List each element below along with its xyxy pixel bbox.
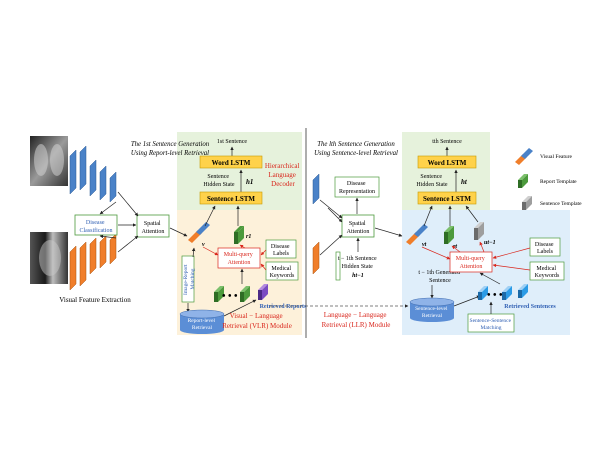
sentence-lstm-box-left <box>199 191 263 205</box>
feature-bar-blue-right <box>312 173 320 205</box>
report-level-retrieval-label: Report-level Retrieval <box>188 318 217 331</box>
disease-classification-label: Disease Classification <box>80 220 113 234</box>
retrieved-report-cubes <box>214 284 268 302</box>
disease-labels-box-right <box>529 237 561 257</box>
multi-query-attention-box-left <box>217 247 261 269</box>
word-lstm-label-left: Word LSTM <box>212 159 251 167</box>
spatial-attention-box-left <box>136 214 170 238</box>
legend-report-template-swatch <box>518 174 528 188</box>
word-lstm-label-right: Word LSTM <box>428 159 467 167</box>
visual-feature-vector-left <box>188 222 210 243</box>
sentence-template-vector <box>474 222 484 240</box>
ut-label: ut−1 <box>484 240 496 246</box>
legend-sentence-template-swatch <box>522 196 532 210</box>
sentence-sentence-matching-label: Sentence-Sentence Matching <box>470 318 513 331</box>
disease-labels-box-left <box>265 239 297 259</box>
multi-query-attention-label-right: Multi-query Attention <box>456 256 487 270</box>
legend-sentence-template-label: Sentence Template <box>540 201 582 207</box>
disease-labels-label-right: Disease Labels <box>535 242 555 255</box>
retrieved-sentence-cubes <box>478 284 528 300</box>
report-template-vector-r1 <box>234 226 244 244</box>
disease-classification-box <box>74 214 118 236</box>
sentence-level-retrieval-label: Sentence-level Retrieval <box>415 306 449 319</box>
llr-module-label: Language − Language Retrieval (LLR) Modu… <box>322 311 391 329</box>
prev-hidden-state-label: t − 1th Sentence Hidden State ht−1 <box>338 256 378 279</box>
feature-bar-orange-right <box>312 241 320 275</box>
spatial-attention-box-right <box>341 214 375 238</box>
legend-visual-feature-swatch <box>515 148 533 165</box>
medical-keywords-label-right: Medical Keywords <box>535 266 560 279</box>
multi-query-attention-box-right <box>449 251 493 273</box>
report-template-vector-right <box>444 226 454 244</box>
xray-image-lateral <box>30 232 68 284</box>
cnn-feature-stack-orange <box>69 233 117 291</box>
image-report-matching-label: Image-Report Matching <box>183 263 196 295</box>
vt-label: vt <box>422 242 427 248</box>
disease-representation-box <box>334 176 380 198</box>
prev-hidden-state-frame <box>335 251 341 281</box>
spatial-attention-label-right: Spatial Attention <box>347 221 370 235</box>
ht-label: ht <box>461 178 468 186</box>
h1-label: h1 <box>246 178 253 186</box>
first-sentence-label: 1st Sentence <box>217 139 247 145</box>
visual-feature-extraction-label: Visual Feature Extraction <box>59 296 131 304</box>
prev-generated-sentence-label: t − 1th Generated Sentence <box>418 270 461 284</box>
image-report-matching-box <box>181 255 195 303</box>
spatial-attention-label-left: Spatial Attention <box>142 221 165 235</box>
left-title-line1: The 1st Sentence Generation <box>131 141 210 148</box>
visual-feature-vector-right <box>406 224 428 245</box>
multi-query-attention-label-left: Multi-query Attention <box>224 252 255 266</box>
cnn-feature-stack-blue <box>69 145 117 203</box>
left-title-line2: Using Report-level Retrieval <box>131 150 209 157</box>
sentence-lstm-label-right: Sentence LSTM <box>423 195 471 203</box>
sentence-hidden-state-right: Sentence Hidden State <box>416 174 447 188</box>
tth-sentence-label: tth Sentence <box>432 139 462 145</box>
retrieved-reports-label: Retrieved Reports <box>260 304 307 310</box>
vlr-module-label: Visual − Language Retrieval (VLR) Module <box>222 312 292 330</box>
legend: Visual Feature Report Template Sentence … <box>515 148 582 210</box>
medical-keywords-label-left: Medical Keywords <box>270 266 295 279</box>
word-lstm-box-right <box>417 155 477 169</box>
r1-label: r1 <box>246 234 251 240</box>
medical-keywords-box-right <box>529 261 565 281</box>
medical-keywords-box-left <box>265 261 299 281</box>
sentence-level-retrieval-database <box>409 297 455 322</box>
word-lstm-box-left <box>199 155 263 169</box>
disease-representation-label: Disease Representation <box>339 181 375 195</box>
ellipsis-right: • • • <box>487 290 503 301</box>
hierarchical-language-decoder-label: Hierarchical Language Decoder <box>265 162 301 188</box>
legend-report-template-label: Report Template <box>540 179 577 185</box>
sentence-hidden-state-left: Sentence Hidden State <box>203 174 234 188</box>
sentence-lstm-box-right <box>417 191 477 205</box>
report-level-retrieval-database <box>179 309 225 334</box>
right-title-line1: The lth Sentence Generation <box>317 141 395 148</box>
sentence-lstm-label-left: Sentence LSTM <box>207 195 255 203</box>
right-title-line2: Using Sentence-level Retrieval <box>314 150 398 157</box>
retrieved-sentences-label: Retrieved Sentences <box>504 304 556 310</box>
xray-image-frontal <box>30 136 68 186</box>
disease-labels-label-left: Disease Labels <box>271 244 291 257</box>
v-label-left: v <box>202 242 205 248</box>
ellipsis-left: • • • <box>222 291 238 302</box>
legend-visual-feature-label: Visual Feature <box>540 154 572 160</box>
